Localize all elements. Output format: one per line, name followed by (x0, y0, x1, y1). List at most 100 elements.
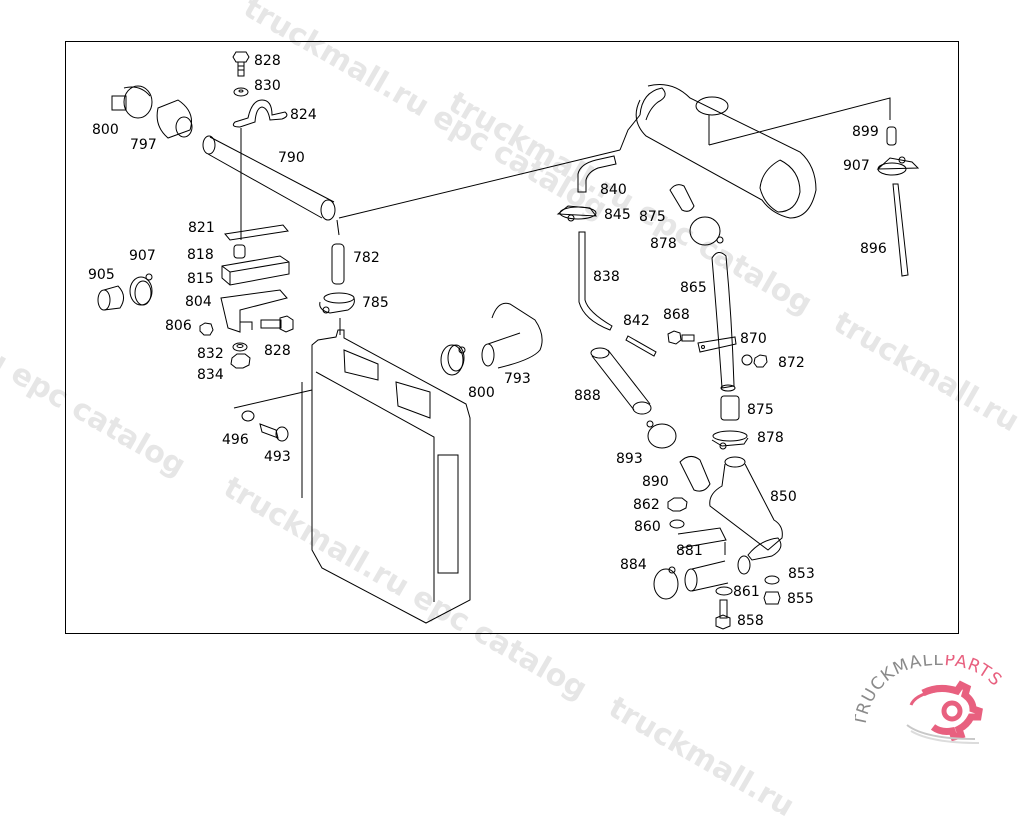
hose-clamp-845[interactable] (558, 206, 596, 221)
bolt-828-side[interactable] (261, 316, 293, 332)
callout-832[interactable]: 832 (197, 346, 224, 362)
callout-785[interactable]: 785 (362, 295, 389, 311)
callout-834[interactable]: 834 (197, 367, 224, 383)
bolt-858[interactable] (716, 600, 730, 629)
washer-853[interactable] (765, 576, 779, 584)
truckmall-parts-logo: TRUCKMALLPARTS (855, 655, 1020, 747)
radiator[interactable] (302, 330, 470, 623)
expansion-tank[interactable] (620, 85, 890, 219)
hose-896[interactable] (893, 184, 908, 276)
callout-800[interactable]: 800 (92, 122, 119, 138)
callout-878-top[interactable]: 878 (650, 236, 677, 252)
callout-858[interactable]: 858 (737, 613, 764, 629)
callout-806[interactable]: 806 (165, 318, 192, 334)
callout-865[interactable]: 865 (680, 280, 707, 296)
hose-793[interactable] (482, 303, 542, 368)
callout-840[interactable]: 840 (600, 182, 627, 198)
sleeve-875-top[interactable] (670, 185, 694, 212)
callout-860[interactable]: 860 (634, 519, 661, 535)
pipe-888[interactable] (591, 348, 651, 414)
callout-884[interactable]: 884 (620, 557, 647, 573)
hose-clamp-800-right[interactable] (441, 345, 465, 375)
washer-830[interactable] (234, 88, 248, 96)
block-815[interactable] (222, 256, 289, 285)
callout-824[interactable]: 824 (290, 107, 317, 123)
callout-853[interactable]: 853 (788, 566, 815, 582)
bracket-870[interactable] (698, 337, 736, 352)
plate-821[interactable] (225, 225, 288, 240)
junction-850[interactable] (710, 457, 783, 574)
hose-clamp-907-right[interactable] (878, 157, 918, 175)
hose-881[interactable] (685, 561, 728, 591)
nut-806[interactable] (200, 323, 213, 335)
hose-clamp-893[interactable] (647, 421, 676, 448)
pin-842[interactable] (626, 336, 656, 356)
callout-888[interactable]: 888 (574, 388, 601, 404)
nut-872[interactable] (754, 355, 767, 367)
plug-855[interactable] (764, 592, 780, 604)
sleeve-905[interactable] (98, 286, 124, 310)
callout-793[interactable]: 793 (504, 371, 531, 387)
callout-818[interactable]: 818 (187, 247, 214, 263)
callout-850[interactable]: 850 (770, 489, 797, 505)
pipe-790[interactable] (203, 136, 335, 220)
callout-838[interactable]: 838 (593, 269, 620, 285)
callout-797[interactable]: 797 (130, 137, 157, 153)
nut-862[interactable] (668, 498, 687, 511)
washer-832[interactable] (233, 343, 247, 351)
callout-907-right[interactable]: 907 (843, 158, 870, 174)
callout-890[interactable]: 890 (642, 474, 669, 490)
pipe-865[interactable] (712, 252, 735, 391)
callout-493[interactable]: 493 (264, 449, 291, 465)
callout-782[interactable]: 782 (353, 250, 380, 266)
callout-842[interactable]: 842 (623, 313, 650, 329)
bolt-828-top[interactable] (233, 52, 249, 76)
spacer-818[interactable] (234, 245, 245, 258)
pipe-782[interactable] (332, 244, 344, 284)
washer-870[interactable] (742, 355, 752, 365)
callout-804[interactable]: 804 (185, 294, 212, 310)
callout-875-bottom[interactable]: 875 (747, 402, 774, 418)
callout-868[interactable]: 868 (663, 307, 690, 323)
callout-907-left[interactable]: 907 (129, 248, 156, 264)
hose-clamp-907-left[interactable] (130, 274, 152, 305)
hose-clamp-884[interactable] (654, 567, 678, 599)
sleeve-797[interactable] (157, 100, 192, 138)
callout-893[interactable]: 893 (616, 451, 643, 467)
callout-496[interactable]: 496 (222, 432, 249, 448)
callout-899[interactable]: 899 (852, 124, 879, 140)
callout-875-top[interactable]: 875 (639, 209, 666, 225)
washer-860[interactable] (670, 520, 684, 528)
callout-845[interactable]: 845 (604, 207, 631, 223)
callout-905[interactable]: 905 (88, 267, 115, 283)
cap-899[interactable] (887, 127, 896, 145)
sleeve-890[interactable] (680, 456, 710, 491)
callout-855[interactable]: 855 (787, 591, 814, 607)
bracket-804[interactable] (221, 290, 287, 332)
callout-870[interactable]: 870 (740, 331, 767, 347)
callout-815[interactable]: 815 (187, 271, 214, 287)
hose-clamp-878-top[interactable] (690, 217, 723, 245)
callout-790[interactable]: 790 (278, 150, 305, 166)
bolt-868[interactable] (668, 331, 694, 344)
washer-496[interactable] (242, 411, 254, 421)
callout-878-bottom[interactable]: 878 (757, 430, 784, 446)
callout-830[interactable]: 830 (254, 78, 281, 94)
callout-872[interactable]: 872 (778, 355, 805, 371)
callout-828[interactable]: 828 (254, 53, 281, 69)
bolt-493[interactable] (260, 424, 288, 441)
callout-881[interactable]: 881 (676, 543, 703, 559)
hose-clamp-800[interactable] (112, 86, 152, 118)
callout-821[interactable]: 821 (188, 220, 215, 236)
callout-861[interactable]: 861 (733, 584, 760, 600)
callout-828-side[interactable]: 828 (264, 343, 291, 359)
washer-861[interactable] (716, 587, 732, 595)
callout-800-right[interactable]: 800 (468, 385, 495, 401)
sleeve-875-bottom[interactable] (721, 396, 739, 420)
callout-896[interactable]: 896 (860, 241, 887, 257)
nut-834[interactable] (231, 354, 250, 368)
callout-862[interactable]: 862 (633, 497, 660, 513)
hose-clamp-785[interactable] (320, 293, 355, 313)
hose-clamp-878-bottom[interactable] (712, 431, 748, 449)
clamp-824[interactable] (233, 100, 287, 127)
